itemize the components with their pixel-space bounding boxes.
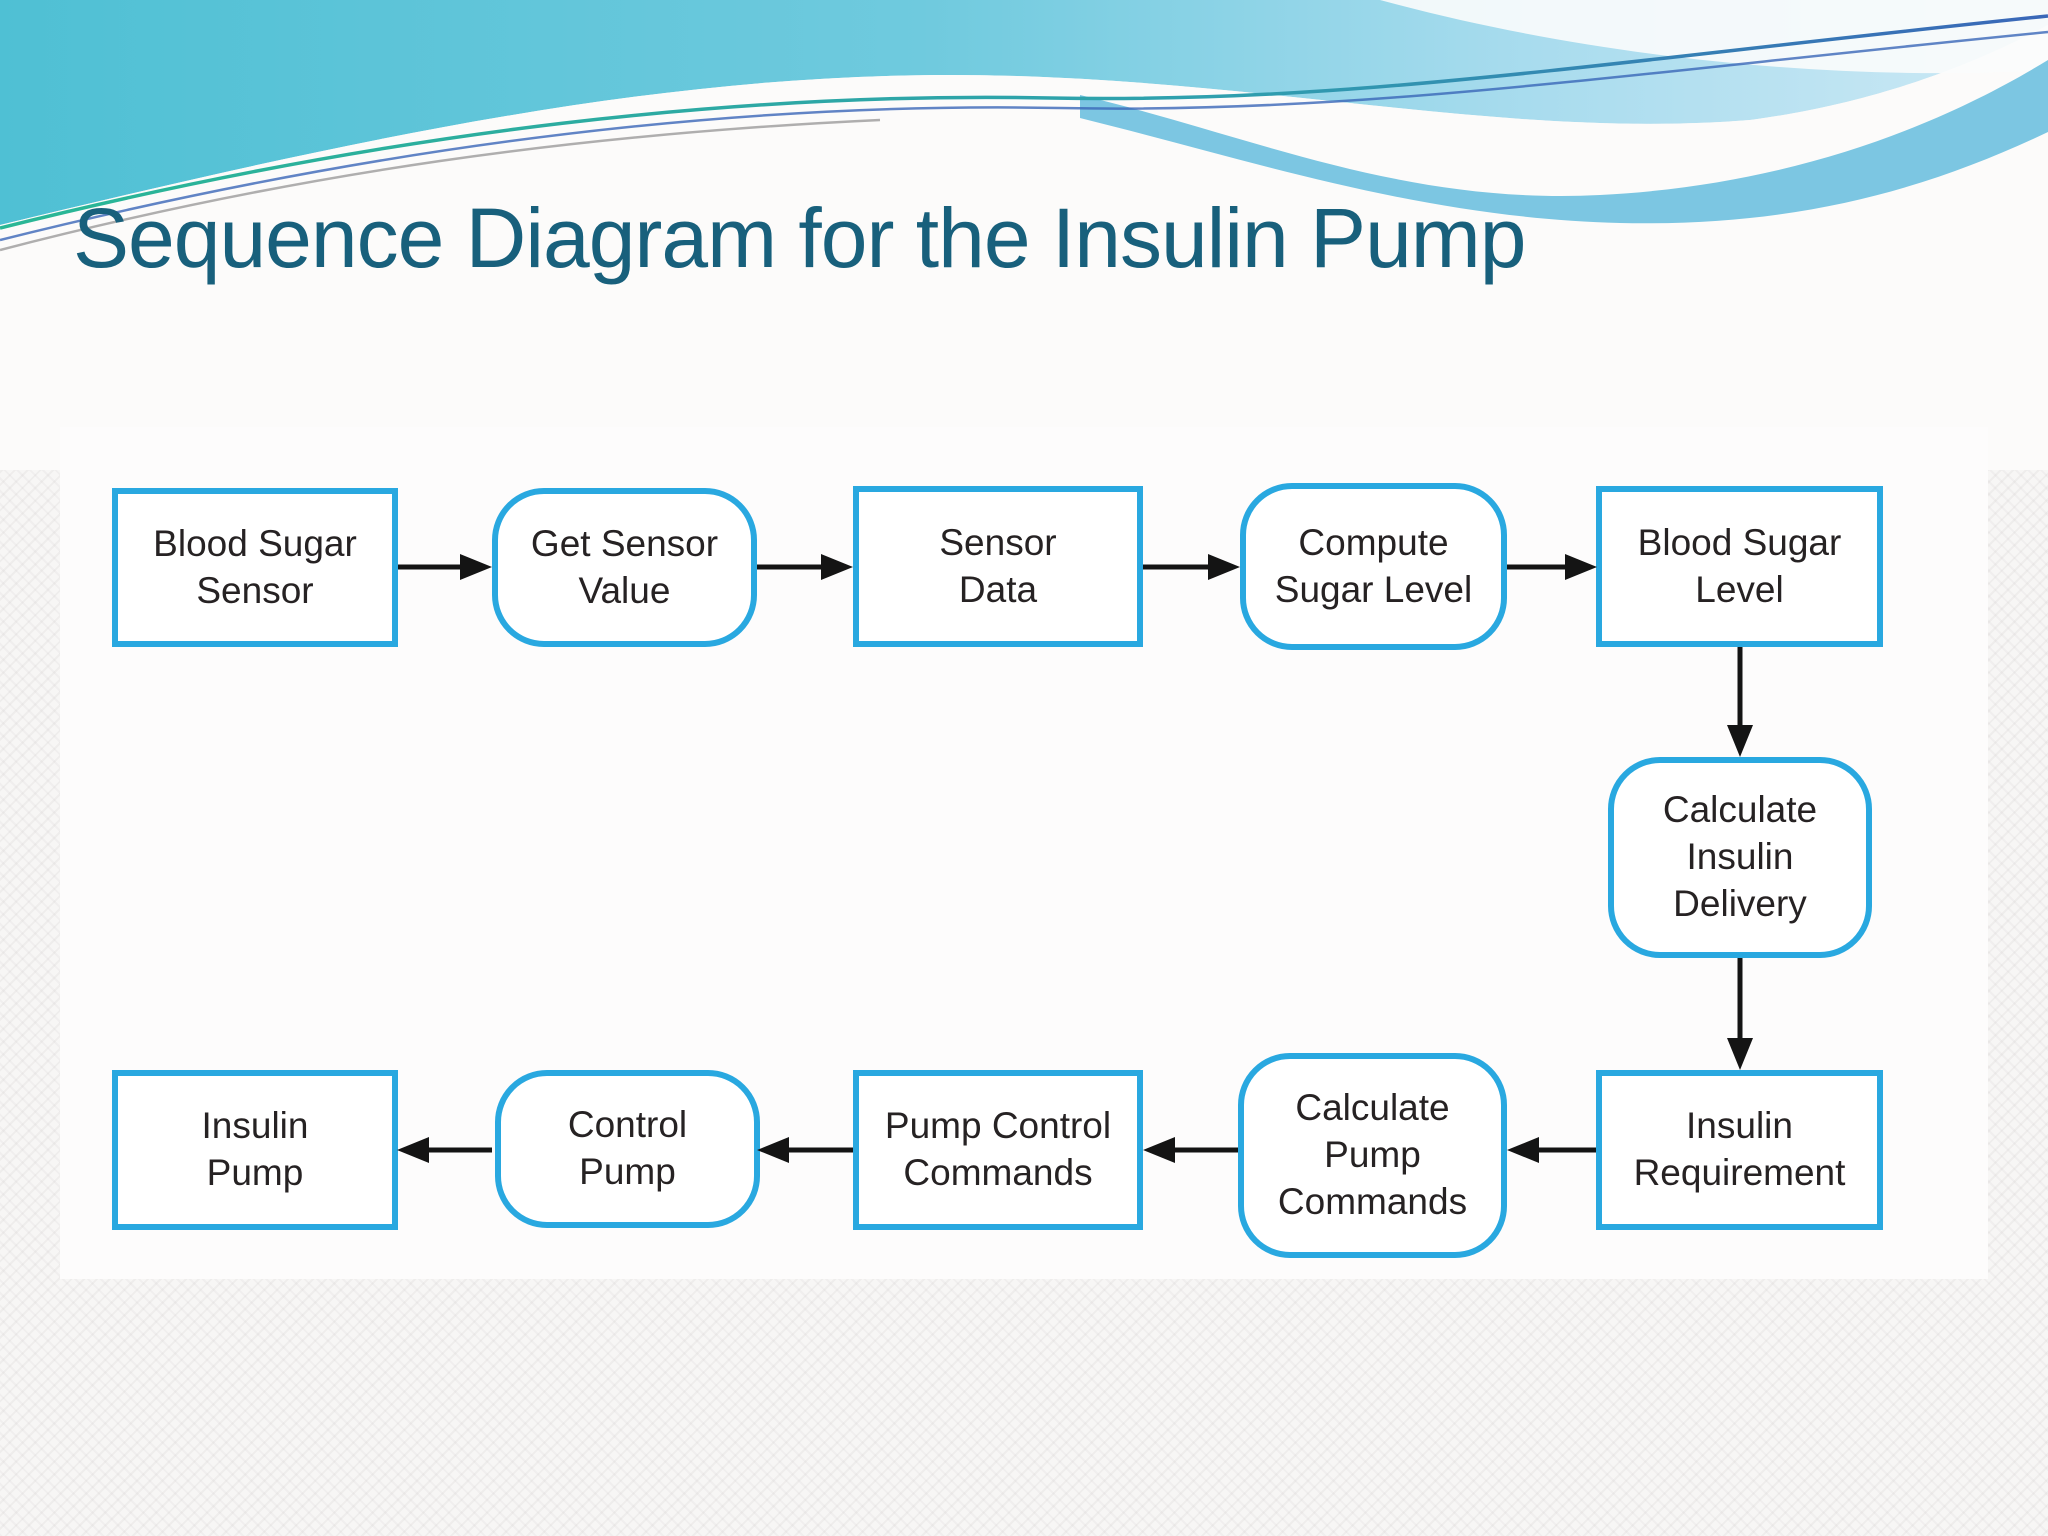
sky-gradient-shape: [0, 0, 2048, 225]
node-calculate-insulin-delivery: Calculate Insulin Delivery: [1608, 757, 1872, 958]
node-control-pump: Control Pump: [495, 1070, 760, 1228]
node-insulin-requirement: Insulin Requirement: [1596, 1070, 1883, 1230]
blue-valley-band: [1080, 60, 2048, 224]
node-compute-sugar-level: Compute Sugar Level: [1240, 483, 1507, 650]
node-calculate-pump-commands: Calculate Pump Commands: [1238, 1053, 1507, 1258]
node-pump-control-commands: Pump Control Commands: [853, 1070, 1143, 1230]
accent-line-blue: [0, 30, 2048, 242]
node-blood-sugar-sensor: Blood Sugar Sensor: [112, 488, 398, 647]
accent-line-gray: [0, 118, 881, 252]
page-title: Sequence Diagram for the Insulin Pump: [73, 191, 1526, 285]
node-insulin-pump: Insulin Pump: [112, 1070, 398, 1230]
white-wave-shape: [0, 25, 2048, 470]
white-corner-band: [1380, 0, 2048, 74]
node-sensor-data: Sensor Data: [853, 486, 1143, 647]
wave-banner-decoration: [0, 0, 2048, 470]
accent-line-green: [0, 14, 2048, 230]
node-get-sensor-value: Get Sensor Value: [492, 488, 757, 647]
node-blood-sugar-level: Blood Sugar Level: [1596, 486, 1883, 647]
